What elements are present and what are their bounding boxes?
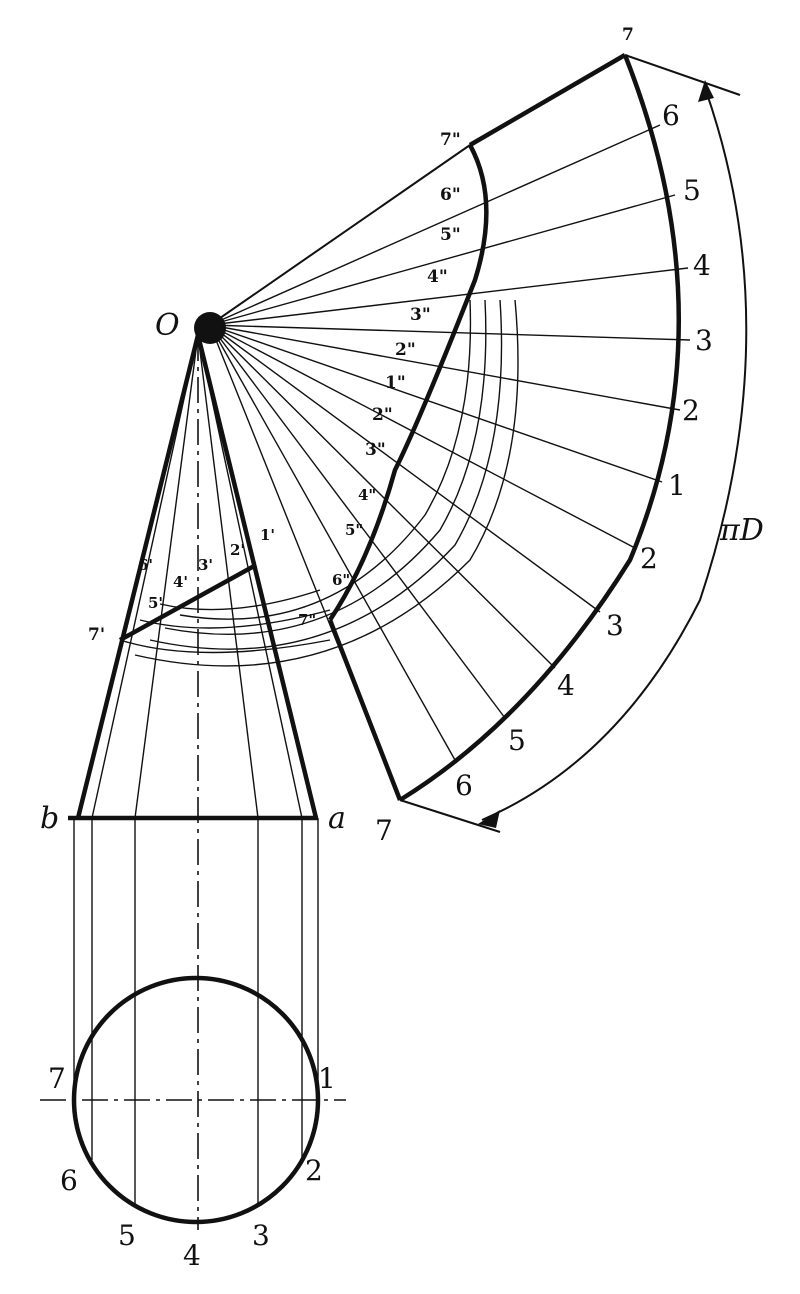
cutting-plane — [118, 563, 258, 642]
cut-label-0: 7" — [440, 130, 461, 150]
front-label-5: 5' — [148, 594, 163, 612]
front-label-2: 2' — [230, 541, 245, 559]
front-label-3: 3' — [198, 556, 213, 574]
arc-label-3: 4 — [693, 249, 711, 282]
boundary-top — [468, 53, 627, 147]
cut-label-11: 6" — [332, 571, 350, 589]
cut-label-2: 5" — [440, 225, 461, 245]
cut-label-10: 5" — [345, 521, 363, 539]
arc-label-4: 3 — [695, 324, 713, 357]
cut-label-5: 2" — [395, 340, 416, 360]
top-view — [40, 818, 346, 1225]
cut-label-12: 7" — [298, 611, 316, 629]
cut-label-8: 3" — [365, 440, 386, 460]
circle-label-4: 4 — [183, 1239, 201, 1272]
generator-a — [195, 334, 319, 819]
arc-label-7: 2 — [640, 542, 658, 575]
true-length-arcs — [134, 299, 519, 667]
circle-label-6: 6 — [60, 1164, 78, 1197]
cut-label-4: 3" — [410, 305, 431, 325]
base-circle — [71, 975, 321, 1225]
arc-label-1: 6 — [662, 99, 680, 132]
a-label: a — [328, 801, 346, 836]
arc-label-2: 5 — [683, 174, 701, 207]
cut-label-1: 6" — [440, 185, 461, 205]
front-label-7: 7' — [88, 625, 105, 645]
pi-d-dimension: πD — [399, 54, 764, 833]
generator-3 — [197, 334, 259, 819]
arc-label-12: 7 — [375, 814, 393, 847]
cut-arcs-front — [119, 589, 331, 654]
radial-lines — [209, 124, 691, 801]
generator-2 — [197, 334, 303, 819]
arc-label-10: 5 — [508, 724, 526, 757]
generator-b — [75, 334, 201, 819]
arc-label-11: 6 — [455, 769, 473, 802]
apex-label: O — [155, 308, 180, 343]
front-label-1: 1' — [260, 526, 275, 544]
generator-5 — [134, 334, 199, 819]
cut-label-3: 4" — [427, 267, 448, 287]
front-view — [68, 334, 331, 1230]
generator-6 — [91, 334, 199, 819]
arc-label-9: 4 — [557, 669, 575, 702]
cut-label-7: 2" — [372, 405, 393, 425]
circle-label-2: 2 — [305, 1154, 323, 1187]
arc-label-5: 2 — [682, 394, 700, 427]
development-fan — [134, 53, 691, 802]
pi-d-label: πD — [719, 513, 764, 548]
front-label-6: 6' — [138, 556, 153, 574]
circle-label-1: 1 — [318, 1062, 336, 1095]
cut-label-6: 1" — [385, 373, 406, 393]
outer-arc — [398, 54, 681, 802]
circle-label-3: 3 — [252, 1219, 270, 1252]
b-label: b — [40, 801, 59, 836]
circle-label-7: 7 — [48, 1062, 66, 1095]
arc-label-8: 3 — [606, 609, 624, 642]
front-label-4: 4' — [173, 573, 188, 591]
cut-label-9: 4" — [358, 486, 376, 504]
cut-curve — [328, 143, 489, 622]
apex-point — [194, 312, 226, 344]
arc-label-0: 7 — [622, 25, 634, 45]
arc-label-6: 1 — [668, 469, 686, 502]
circle-label-5: 5 — [118, 1219, 136, 1252]
